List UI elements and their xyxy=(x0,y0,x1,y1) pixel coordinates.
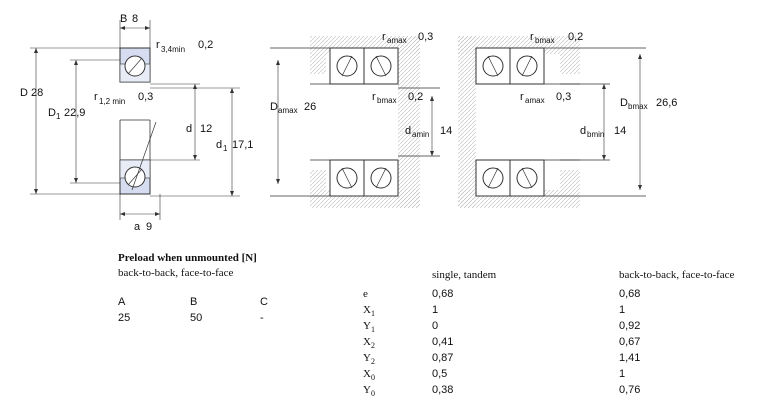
dim-dbmin-sub: bmin xyxy=(587,130,604,139)
dim-ramax-top-value: 0,3 xyxy=(418,31,433,43)
factor-symbol: X1 xyxy=(363,304,375,319)
dim-r34-label: r xyxy=(156,39,160,51)
preload-subtitle: back-to-back, face-to-face xyxy=(118,267,234,279)
col-header-btb: back-to-back, face-to-face xyxy=(619,269,735,281)
factor-symbol: X0 xyxy=(363,368,375,383)
dim-Damax-label: D xyxy=(270,101,278,113)
preload-header-C: C xyxy=(260,296,268,308)
dim-rbmax-mid-value: 0,2 xyxy=(408,91,423,103)
mounting-right: r bmax 0,2 r amax 0,3 d bmin 14 D bmax 2… xyxy=(458,31,677,208)
dim-d1-label: d xyxy=(216,139,222,151)
dim-Dbmax-label: D xyxy=(620,97,628,109)
factor-btb: 0,67 xyxy=(619,336,641,348)
dim-dbmin-value: 14 xyxy=(614,125,626,137)
preload-header-B: B xyxy=(190,296,198,308)
preload-header-A: A xyxy=(118,296,126,308)
preload-value-A: 25 xyxy=(118,312,131,324)
dim-rbmax-mid-sub: bmax xyxy=(377,96,397,105)
single-bearing-section: B 8 r 3,4min 0,2 r 1,2 min 0,3 D 28 D 1 … xyxy=(20,13,253,233)
dim-rbmax-top-sub: bmax xyxy=(535,36,555,45)
dim-d1-sub: 1 xyxy=(223,144,228,153)
dim-Damax-value: 26 xyxy=(304,101,316,113)
dim-d-label: d xyxy=(186,123,192,135)
factor-single: 1 xyxy=(432,304,439,316)
dim-ramax-mid-value: 0,3 xyxy=(556,91,571,103)
factor-symbol: Y1 xyxy=(363,320,375,335)
factor-single: 0,38 xyxy=(432,384,454,396)
factor-single: 0,5 xyxy=(432,368,448,380)
factor-symbol: X2 xyxy=(363,336,375,351)
factor-symbol: Y0 xyxy=(363,384,375,399)
factor-symbol: e xyxy=(363,288,368,300)
factor-single: 0 xyxy=(432,320,439,332)
dim-D1-label: D xyxy=(48,107,56,119)
dim-ramax-top-label: r xyxy=(382,31,386,43)
dim-ramax-mid-sub: amax xyxy=(525,96,545,105)
dim-r12-label: r xyxy=(94,91,98,103)
dim-D-value: 28 xyxy=(31,87,43,99)
factor-single: 0,68 xyxy=(432,288,454,300)
dim-ramax-top-sub: amax xyxy=(387,36,407,45)
dim-rbmax-top-value: 0,2 xyxy=(568,31,583,43)
dim-D-label: D xyxy=(20,87,28,99)
factor-single: 0,41 xyxy=(432,336,454,348)
factor-btb: 1,41 xyxy=(619,352,641,364)
preload-value-C: - xyxy=(260,312,264,324)
col-header-single: single, tandem xyxy=(432,269,497,281)
dim-r34-sub: 3,4min xyxy=(161,45,185,54)
dim-D1-sub: 1 xyxy=(56,112,61,121)
dim-r34-value: 0,2 xyxy=(198,39,213,51)
dim-B-label: B xyxy=(120,13,127,25)
bearing-drawing: B 8 r 3,4min 0,2 r 1,2 min 0,3 D 28 D 1 … xyxy=(20,13,677,233)
mounting-left: r amax 0,3 D amax 26 r bmax 0,2 d amin 1… xyxy=(270,31,452,208)
dim-rbmax-mid-label: r xyxy=(372,91,376,103)
dim-Dbmax-value: 26,6 xyxy=(656,97,677,109)
dim-D1-value: 22,9 xyxy=(64,107,85,119)
dim-ramax-mid-label: r xyxy=(520,91,524,103)
dim-a-value: 9 xyxy=(146,221,152,233)
preload-title: Preload when unmounted [N] xyxy=(118,252,257,264)
dim-Damax-sub: amax xyxy=(278,106,298,115)
dim-d1-value: 17,1 xyxy=(232,139,253,151)
dim-rbmax-top-label: r xyxy=(530,31,534,43)
dim-r12-value: 0,3 xyxy=(138,91,153,103)
dim-damin-value: 14 xyxy=(440,125,452,137)
factor-symbol: Y2 xyxy=(363,352,375,367)
factor-btb: 0,92 xyxy=(619,320,641,332)
factor-single: 0,87 xyxy=(432,352,454,364)
factor-btb: 0,68 xyxy=(619,288,641,300)
dim-damin-sub: amin xyxy=(412,130,429,139)
factor-btb: 1 xyxy=(619,304,626,316)
factor-btb: 0,76 xyxy=(619,384,641,396)
factor-btb: 1 xyxy=(619,368,626,380)
dim-d-value: 12 xyxy=(200,123,212,135)
dim-damin-label: d xyxy=(405,125,411,137)
dim-dbmin-label: d xyxy=(580,125,586,137)
dim-a-label: a xyxy=(134,221,141,233)
preload-value-B: 50 xyxy=(190,312,203,324)
dim-B-value: 8 xyxy=(132,13,138,25)
dim-Dbmax-sub: bmax xyxy=(628,102,648,111)
dim-r12-sub: 1,2 min xyxy=(99,97,125,106)
